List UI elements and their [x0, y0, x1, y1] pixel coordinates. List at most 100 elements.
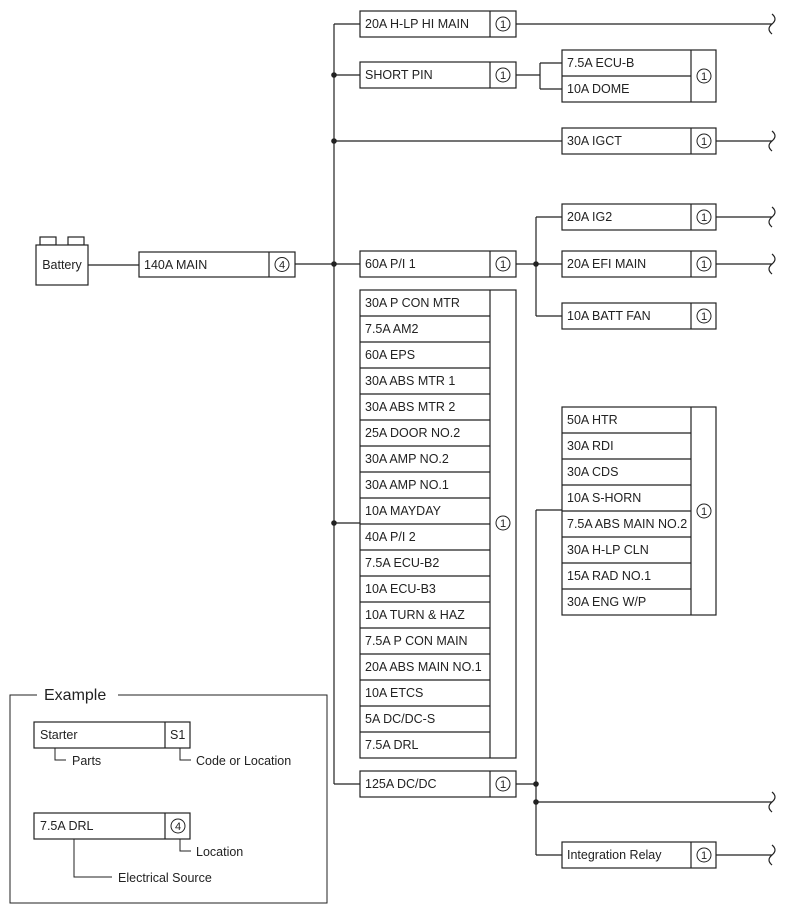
fuse-label: 30A H-LP CLN	[567, 543, 649, 557]
junction-dot	[331, 261, 337, 267]
leader-line	[179, 748, 191, 761]
location-number: 1	[500, 518, 506, 530]
fuse-label: 7.5A DRL	[365, 738, 419, 752]
relay-label: Integration Relay	[567, 848, 662, 862]
break-mark	[768, 13, 776, 35]
break-mark	[768, 206, 776, 228]
fuse-label: 60A EPS	[365, 348, 415, 362]
junction-dot	[331, 138, 337, 144]
fuse-label: 10A MAYDAY	[365, 504, 442, 518]
location-marker	[696, 503, 712, 519]
example-source-box	[33, 812, 191, 840]
fuse-label: 7.5A ABS MAIN NO.2	[567, 517, 687, 531]
example-legend: Example Starter S1 Parts Code or Locatio…	[9, 687, 328, 904]
batt-fan-fuse: 10A BATT FAN 1	[561, 302, 717, 330]
fuse-label: 15A RAD NO.1	[567, 569, 651, 583]
code-caption: Code or Location	[196, 754, 291, 768]
battery: Battery	[35, 236, 89, 286]
fuse-box	[561, 250, 717, 278]
battery-body	[35, 244, 89, 286]
junction-dot	[533, 781, 539, 787]
pi1-fuse: 60A P/I 1 1	[359, 250, 517, 278]
example-source-label: 7.5A DRL	[40, 819, 94, 833]
fuse-label: 30A AMP NO.1	[365, 478, 449, 492]
fuse-label: 30A ENG W/P	[567, 595, 646, 609]
location-marker	[495, 256, 511, 272]
fuse-label: SHORT PIN	[365, 68, 433, 82]
fuse-label: 20A IG2	[567, 210, 612, 224]
location-number: 1	[701, 506, 707, 518]
legend-frame	[9, 694, 328, 904]
location-number: 1	[500, 70, 506, 82]
location-number: 1	[701, 850, 707, 862]
example-part-label: Starter	[40, 728, 78, 742]
location-number: 4	[279, 260, 285, 272]
location-number: 1	[701, 212, 707, 224]
fuse-label: 30A P CON MTR	[365, 296, 460, 310]
location-number: 1	[701, 259, 707, 271]
location-marker	[696, 68, 712, 84]
location-marker	[696, 133, 712, 149]
fuse-label: 30A IGCT	[567, 134, 622, 148]
battery-terminal	[67, 236, 85, 246]
location-number: 1	[500, 259, 506, 271]
dcdc-fuse: 125A DC/DC 1	[359, 770, 517, 798]
legend-title: Example	[44, 687, 106, 704]
fuse-label: 30A AMP NO.2	[365, 452, 449, 466]
fuse-label: 20A H-LP HI MAIN	[365, 17, 469, 31]
main-fuse: 140A MAIN 4	[138, 251, 296, 278]
fuse-box	[561, 127, 717, 155]
ecu-b-dome-group: 7.5A ECU-B 10A DOME 1	[561, 49, 717, 103]
fuse-label: 30A CDS	[567, 465, 618, 479]
location-number: 4	[175, 821, 181, 833]
battery-label: Battery	[42, 258, 82, 272]
location-marker	[495, 67, 511, 83]
location-marker	[696, 209, 712, 225]
igct-fuse: 30A IGCT 1	[561, 127, 717, 155]
fuse-label: 10A DOME	[567, 82, 630, 96]
location-caption: Location	[196, 845, 243, 859]
fuse-label: 7.5A P CON MAIN	[365, 634, 468, 648]
fuse-label: 60A P/I 1	[365, 257, 416, 271]
break-mark	[768, 844, 776, 866]
fuse-label: 7.5A ECU-B2	[365, 556, 439, 570]
fuse-label: 30A ABS MTR 1	[365, 374, 455, 388]
location-number: 1	[701, 311, 707, 323]
fuse-label: 20A EFI MAIN	[567, 257, 646, 271]
fuse-label: 50A HTR	[567, 413, 618, 427]
fuse-box	[561, 841, 717, 869]
junction-dot	[331, 520, 337, 526]
fuse-label: 10A S-HORN	[567, 491, 641, 505]
fuse-label: 20A ABS MAIN NO.1	[365, 660, 482, 674]
fuse-label: 40A P/I 2	[365, 530, 416, 544]
parts-caption: Parts	[72, 754, 101, 768]
fuse-box	[561, 203, 717, 231]
fuse-label: 30A ABS MTR 2	[365, 400, 455, 414]
junction-dot	[533, 261, 539, 267]
efi-main-fuse: 20A EFI MAIN 1	[561, 250, 717, 278]
location-number: 1	[500, 779, 506, 791]
location-number: 1	[701, 136, 707, 148]
h-lp-hi-main-fuse: 20A H-LP HI MAIN 1	[359, 10, 517, 38]
source-caption: Electrical Source	[118, 871, 212, 885]
junction-dot	[331, 72, 337, 78]
location-marker	[696, 847, 712, 863]
break-mark	[768, 791, 776, 813]
location-number: 1	[701, 71, 707, 83]
example-part-code: S1	[170, 728, 185, 742]
leader-line	[54, 748, 66, 761]
fuse-box	[561, 302, 717, 330]
fuse-label: 10A BATT FAN	[567, 309, 651, 323]
break-mark	[768, 253, 776, 275]
junction-dot	[533, 799, 539, 805]
fuse-label: 25A DOOR NO.2	[365, 426, 460, 440]
fuse-label: 125A DC/DC	[365, 777, 437, 791]
break-mark	[768, 130, 776, 152]
fuse-label: 10A ETCS	[365, 686, 423, 700]
location-marker	[274, 257, 290, 272]
fuse-label: 5A DC/DC-S	[365, 712, 435, 726]
fuse-label: 7.5A ECU-B	[567, 56, 634, 70]
location-number: 1	[500, 19, 506, 31]
